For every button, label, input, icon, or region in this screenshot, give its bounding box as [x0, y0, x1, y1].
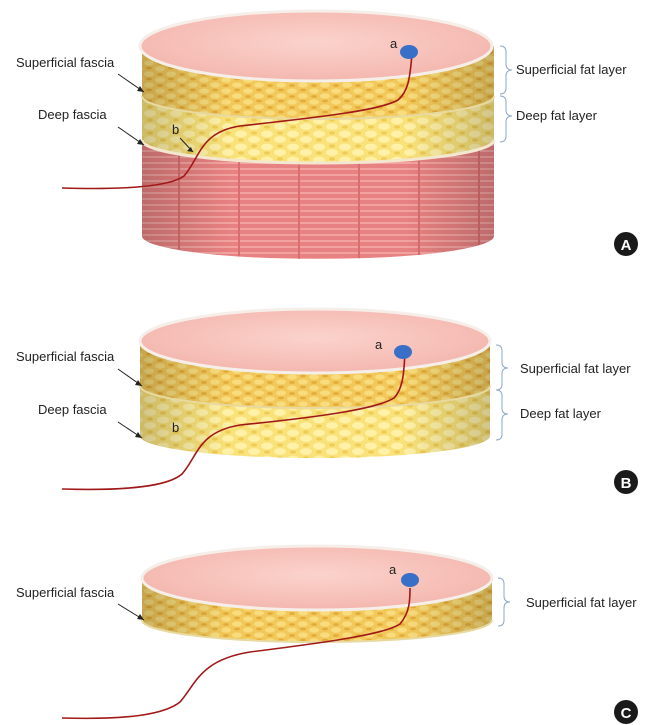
superficial-fascia-label: Superficial fascia [16, 55, 115, 70]
perforator-dot [394, 345, 412, 359]
superficial-fascia-label: Superficial fascia [16, 585, 115, 600]
superficial-fat-layer-label: Superficial fat layer [526, 595, 637, 610]
point-b-label: b [172, 122, 179, 137]
panel-badge-b-text: B [621, 475, 632, 492]
perforator-dot [400, 45, 418, 59]
point-a-label: a [375, 337, 383, 352]
deep-fat-layer-label: Deep fat layer [520, 406, 602, 421]
brace-superficial [498, 578, 510, 626]
brace-deep [500, 96, 512, 142]
panel-badge-a-text: A [621, 237, 632, 254]
point-a-label: a [390, 36, 398, 51]
skin-surface [140, 11, 492, 81]
brace-superficial [500, 46, 512, 94]
deep-fascia-label: Deep fascia [38, 402, 107, 417]
deep-fat-layer-label: Deep fat layer [516, 108, 598, 123]
brace-superficial [496, 345, 508, 390]
superficial-fat-layer-label: Superficial fat layer [516, 62, 627, 77]
superficial-fat-layer-label: Superficial fat layer [520, 361, 631, 376]
brace-deep [496, 390, 508, 440]
point-a-label: a [389, 562, 397, 577]
point-b-label: b [172, 420, 179, 435]
panel-badge-c-text: C [621, 705, 632, 722]
panel-a: a b Superficial fascia Deep fascia Super… [16, 11, 638, 259]
superficial-fascia-label: Superficial fascia [16, 349, 115, 364]
deep-fascia-label: Deep fascia [38, 107, 107, 122]
panel-b: a b Superficial fascia Deep fascia Super… [16, 309, 638, 494]
skin-surface [142, 546, 492, 610]
skin-surface [140, 309, 490, 373]
panel-c: a Superficial fascia Superficial fat lay… [16, 546, 638, 724]
perforator-dot [401, 573, 419, 587]
